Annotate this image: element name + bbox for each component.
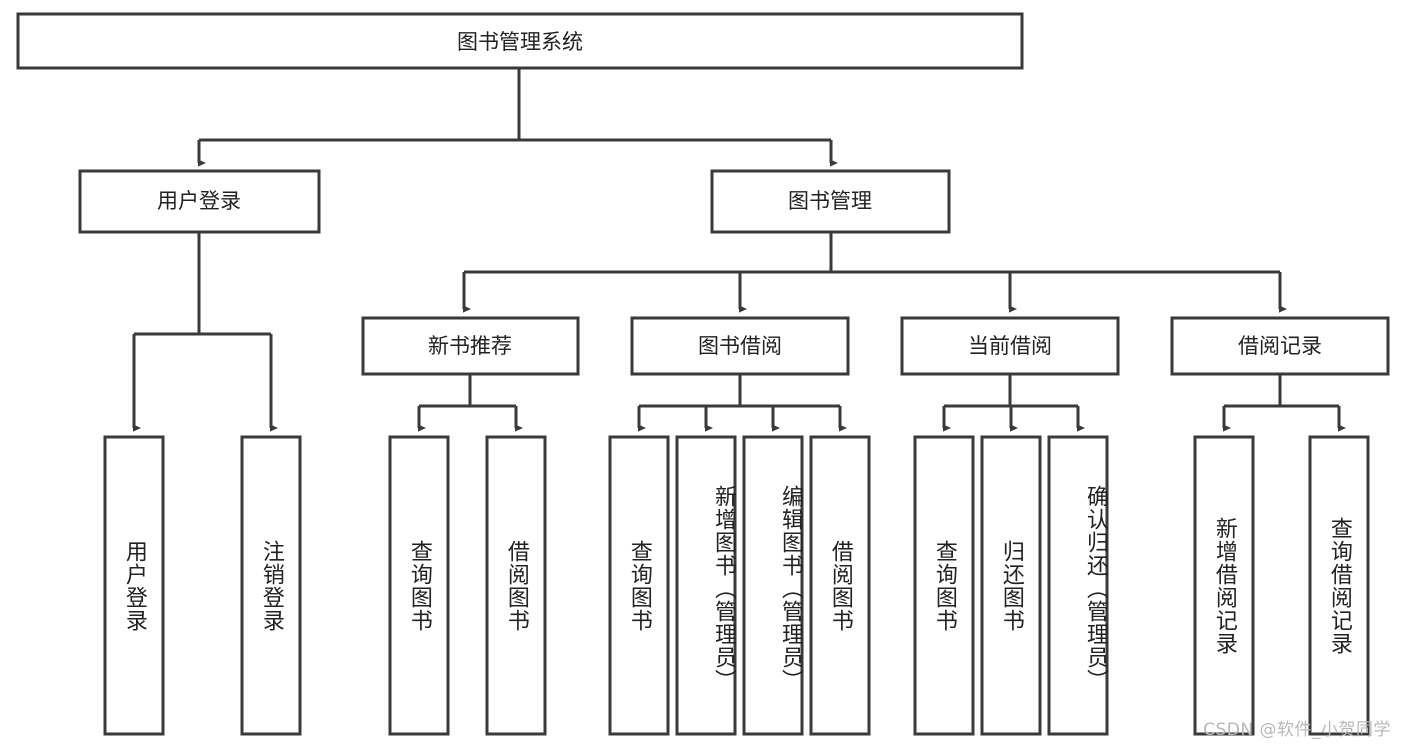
leaf-box-borrow-record-1[interactable] bbox=[1193, 435, 1255, 736]
leaf-box-book-borrow-3[interactable] bbox=[742, 435, 804, 736]
leaf-box-user-login-1[interactable] bbox=[103, 435, 165, 736]
node-user-login[interactable]: 用户登录 bbox=[78, 169, 321, 234]
leaf-box-current-borrow-1[interactable] bbox=[913, 435, 975, 736]
leaf-box-current-borrow-3[interactable] bbox=[1047, 435, 1109, 736]
leaf-box-new-book-2[interactable] bbox=[485, 435, 547, 736]
node-current-borrow-box[interactable] bbox=[900, 316, 1120, 376]
node-new-book-recommend-label: 新书推荐 bbox=[428, 334, 512, 358]
node-new-book-recommend[interactable]: 新书推荐 bbox=[361, 316, 580, 376]
leaf-box-borrow-record-2[interactable] bbox=[1308, 435, 1370, 736]
leaf-box-book-borrow-1[interactable] bbox=[608, 435, 670, 736]
leaf-box-book-borrow-4[interactable] bbox=[809, 435, 871, 736]
leaf-box-new-book-1[interactable] bbox=[388, 435, 450, 736]
node-book-manage-label: 图书管理 bbox=[788, 189, 872, 213]
node-book-manage[interactable]: 图书管理 bbox=[710, 169, 951, 234]
leaf-box-current-borrow-2[interactable] bbox=[980, 435, 1042, 736]
node-user-login-label: 用户登录 bbox=[157, 189, 241, 213]
leaf-box-group bbox=[103, 435, 1370, 736]
node-root[interactable]: 图书管理系统 bbox=[16, 12, 1024, 70]
node-root-label: 图书管理系统 bbox=[457, 30, 583, 54]
watermark-label: CSDN @软件_小贺同学 bbox=[1203, 720, 1391, 740]
node-root-box[interactable] bbox=[16, 12, 1024, 70]
leaf-box-user-login-2[interactable] bbox=[240, 435, 302, 736]
node-current-borrow-label: 当前借阅 bbox=[968, 334, 1052, 358]
connector-group bbox=[132, 68, 1346, 432]
node-current-borrow[interactable]: 当前借阅 bbox=[900, 316, 1120, 376]
node-borrow-record[interactable]: 借阅记录 bbox=[1170, 316, 1390, 376]
node-book-borrow-label: 图书借阅 bbox=[698, 334, 782, 358]
node-book-borrow-box[interactable] bbox=[630, 316, 850, 376]
node-book-borrow[interactable]: 图书借阅 bbox=[630, 316, 850, 376]
node-new-book-recommend-box[interactable] bbox=[361, 316, 580, 376]
node-user-login-box[interactable] bbox=[78, 169, 321, 234]
node-book-manage-box[interactable] bbox=[710, 169, 951, 234]
node-borrow-record-label: 借阅记录 bbox=[1238, 334, 1322, 358]
leaf-box-book-borrow-2[interactable] bbox=[675, 435, 737, 736]
node-borrow-record-box[interactable] bbox=[1170, 316, 1390, 376]
